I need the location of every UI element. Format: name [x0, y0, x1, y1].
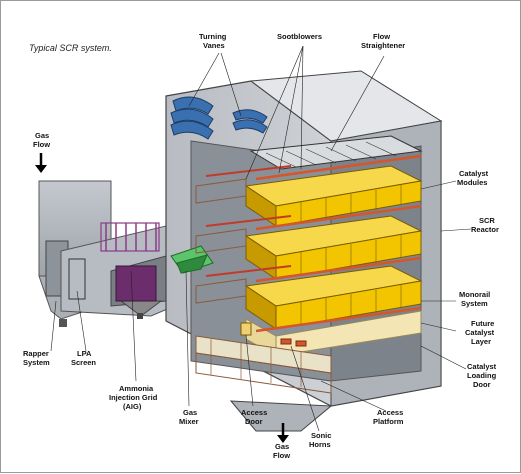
- sonic-horns: [280, 338, 307, 347]
- diagram-title: Typical SCR system.: [29, 43, 112, 53]
- access-platform: [195, 335, 332, 394]
- access-door-unit: [240, 322, 252, 336]
- lpa-screen-unit: [68, 258, 86, 300]
- ammonia-injection-grid: [100, 222, 160, 302]
- gas-mixer: [170, 245, 214, 274]
- sootblowers: [205, 165, 292, 277]
- label-sootblowers: Sootblowers: [277, 32, 322, 41]
- catalyst-layer-1: [244, 165, 423, 227]
- monorail-rails: [255, 154, 422, 333]
- side-platforms: [195, 178, 247, 304]
- gas-flow-out-arrow: [277, 423, 289, 443]
- leader-lines: [50, 45, 472, 432]
- gas-flow-in-arrow: [35, 153, 47, 173]
- outlet-hopper: [229, 400, 333, 432]
- flow-straightener: [249, 135, 423, 170]
- catalyst-layer-3: [244, 265, 423, 330]
- turning-vanes: [170, 96, 268, 140]
